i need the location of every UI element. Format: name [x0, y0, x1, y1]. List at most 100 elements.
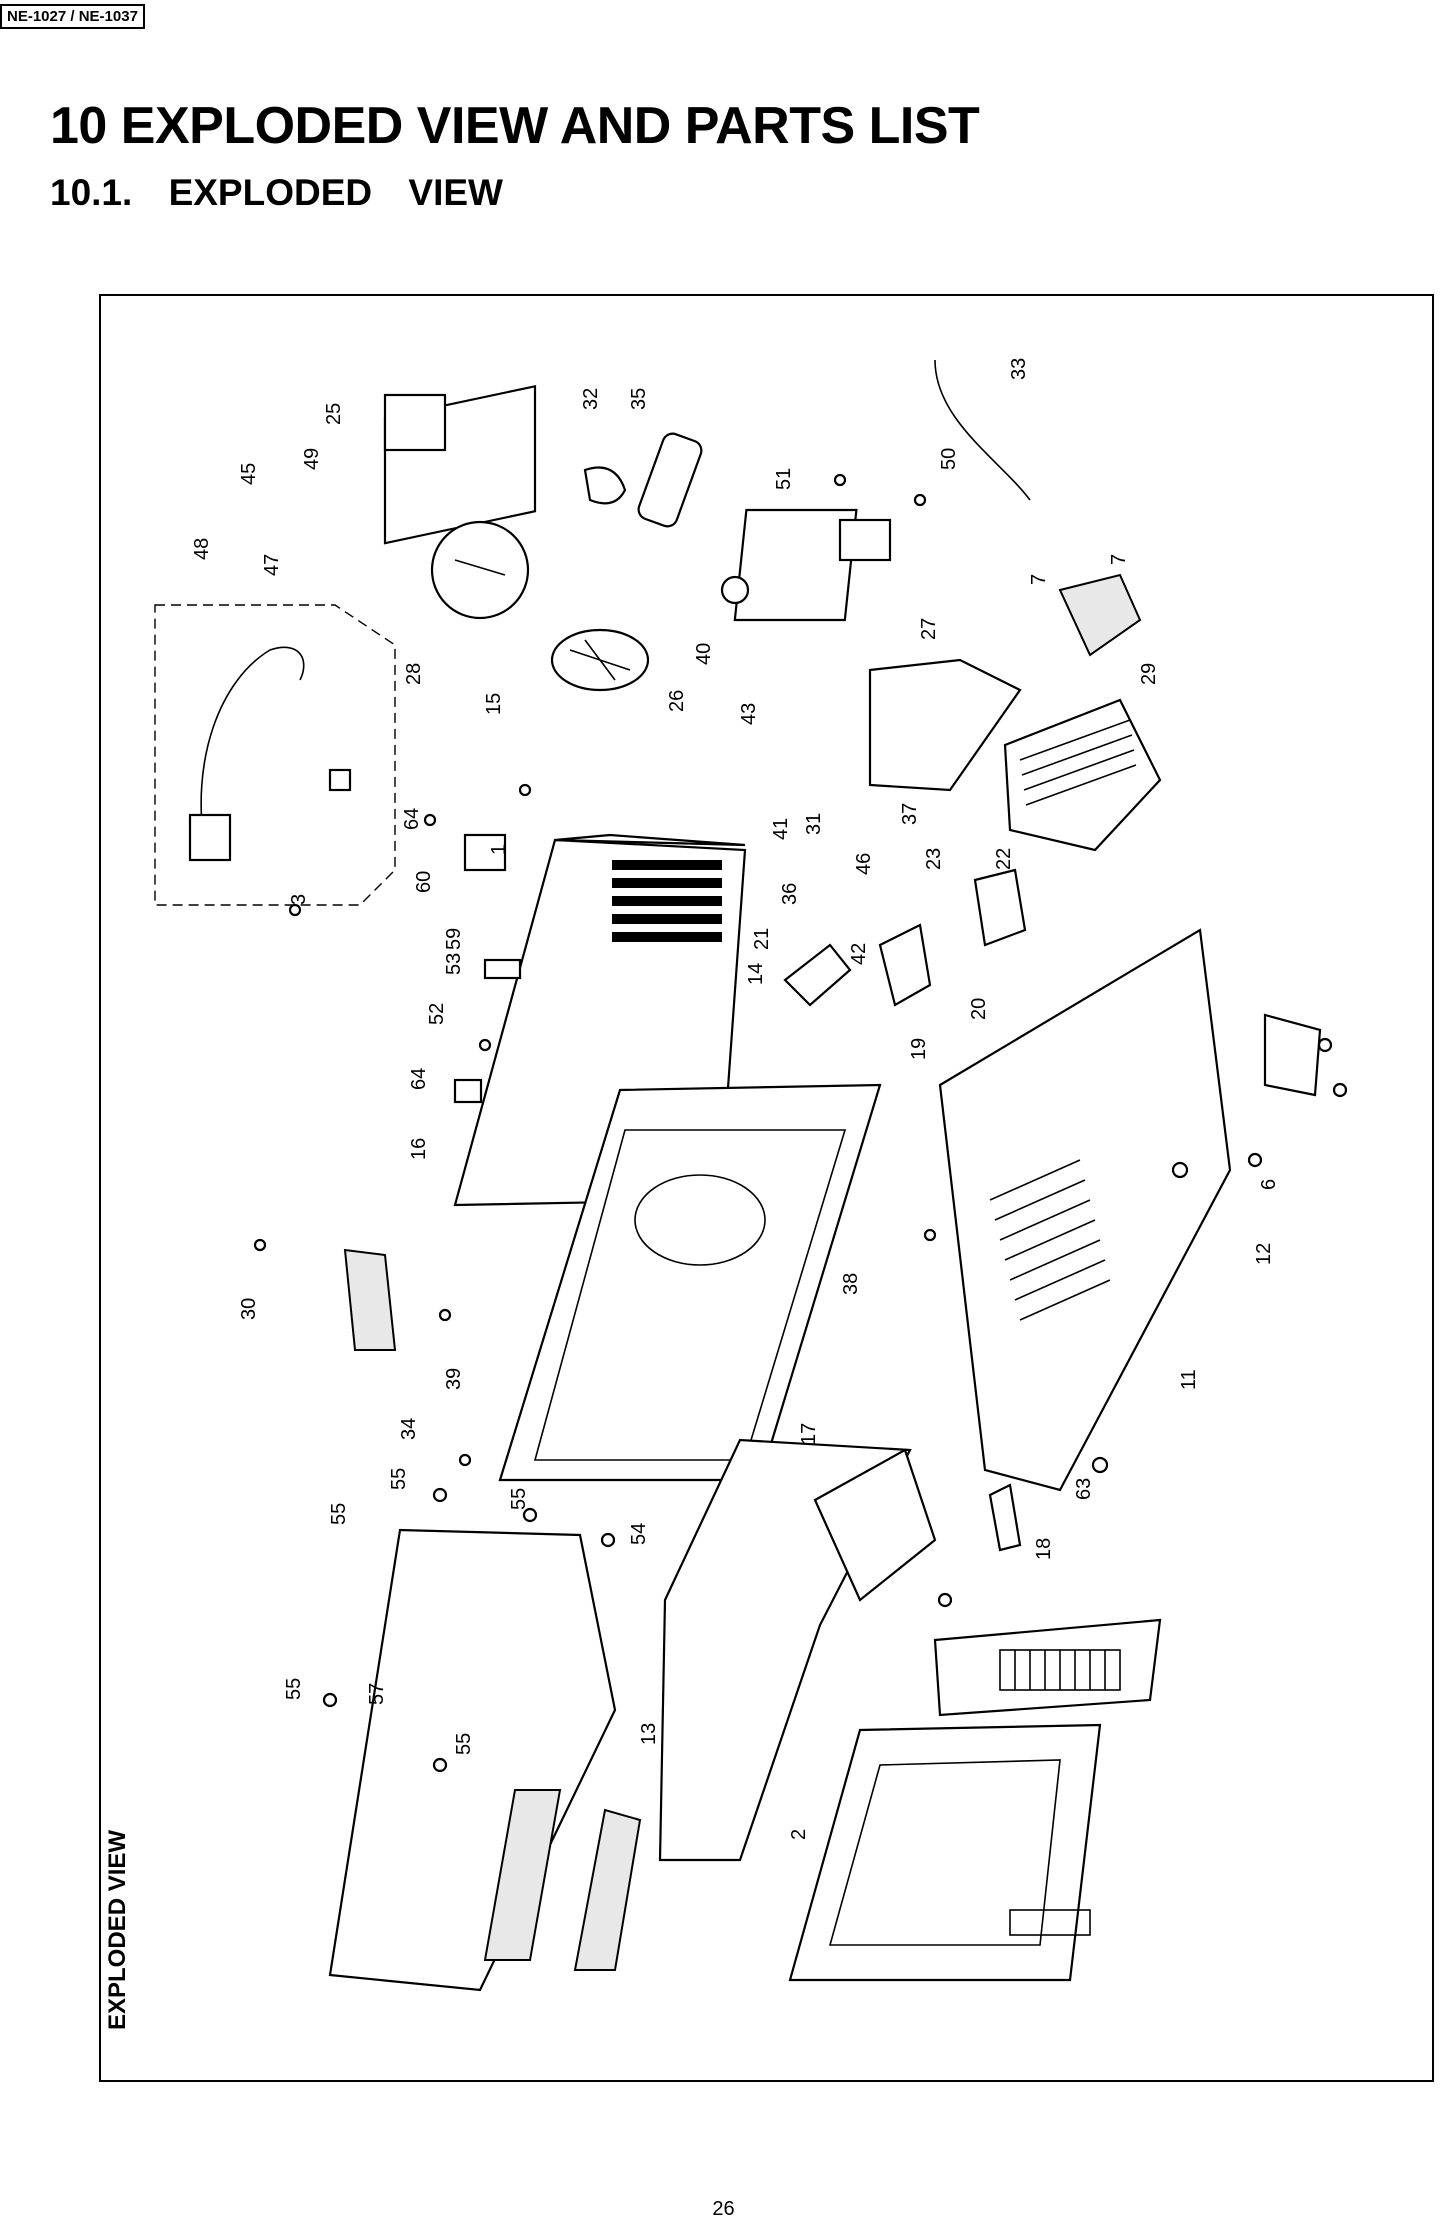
callout-43: 43	[738, 703, 760, 725]
callout-42: 42	[848, 943, 870, 965]
side-insulator-part	[343, 1248, 397, 1351]
hv-transformer-part	[1003, 698, 1162, 852]
callout-11: 11	[1178, 1369, 1200, 1390]
latch-lever-part	[783, 943, 852, 1007]
insulator-part	[1058, 573, 1142, 657]
callout-23: 23	[923, 848, 945, 870]
harness-33-part	[934, 359, 1031, 501]
callout-26: 26	[666, 690, 688, 712]
foot-bracket-part	[1263, 1013, 1322, 1097]
keypad-part	[999, 1649, 1121, 1691]
fan-motor-part	[383, 393, 447, 452]
callout-57: 57	[366, 1683, 388, 1705]
cord-group-outline	[154, 604, 396, 906]
callout-25: 25	[323, 403, 345, 425]
callout-13: 13	[638, 1723, 660, 1745]
diagram-frame	[99, 294, 1434, 2082]
base-vent-part	[989, 1159, 1111, 1321]
callout-45: 45	[238, 463, 260, 485]
callout-14: 14	[745, 963, 767, 985]
section-title: 10.1. EXPLODED VIEW	[50, 172, 503, 213]
callout-31: 31	[803, 813, 825, 835]
callout-7: 7	[1028, 574, 1050, 585]
callout-37: 37	[899, 803, 921, 825]
thermal-cutout-part	[720, 575, 750, 605]
oven-front-plate-part	[498, 1083, 882, 1482]
outer-case-part	[328, 1528, 617, 1992]
control-panel-part	[933, 1618, 1162, 1717]
cord-clamp-part	[328, 768, 352, 792]
callout-55: 55	[453, 1733, 475, 1755]
callout-34: 34	[398, 1418, 420, 1440]
callout-38: 38	[840, 1273, 862, 1295]
capacitor-holder-part	[583, 466, 627, 505]
callout-3: 3	[288, 894, 310, 905]
callout-30: 30	[238, 1298, 260, 1320]
callout-52: 52	[426, 1003, 448, 1025]
capacitor-part	[637, 432, 703, 528]
callout-32: 32	[580, 388, 602, 410]
callout-39: 39	[443, 1368, 465, 1390]
callout-64: 64	[401, 808, 423, 830]
callout-55: 55	[388, 1468, 410, 1490]
callout-59: 59	[443, 928, 465, 950]
callout-47: 47	[261, 554, 283, 576]
callout-18: 18	[1033, 1538, 1055, 1560]
callout-35: 35	[628, 388, 650, 410]
callout-40: 40	[693, 643, 715, 665]
page-number: 26	[712, 2198, 735, 2220]
label-64-part	[453, 1078, 483, 1104]
callout-1: 1	[488, 844, 510, 855]
callout-51: 51	[773, 468, 795, 490]
model-tag: NE-1027 / NE-1037	[0, 4, 145, 29]
callout-53: 53	[443, 953, 465, 975]
callout-7: 7	[1108, 554, 1130, 565]
callout-27: 27	[918, 618, 940, 640]
callout-55: 55	[283, 1678, 305, 1700]
callout-60: 60	[413, 871, 435, 893]
power-cord-part	[200, 646, 305, 851]
callout-55: 55	[508, 1488, 530, 1510]
callout-36: 36	[779, 883, 801, 905]
vent-grill-part	[612, 860, 722, 942]
side-label: EXPLODED VIEW	[104, 1829, 131, 2030]
callout-16: 16	[408, 1138, 430, 1160]
fan-ring-part	[430, 520, 530, 620]
interlock-switch-part	[878, 923, 932, 1007]
power-plug-part	[188, 813, 232, 862]
callout-21: 21	[751, 928, 773, 950]
callout-41: 41	[770, 818, 792, 840]
callout-22: 22	[993, 848, 1015, 870]
callout-15: 15	[483, 693, 505, 715]
switch-22-part	[973, 868, 1027, 947]
callout-50: 50	[938, 448, 960, 470]
door-stop-part	[988, 1483, 1022, 1552]
base-plate-part	[938, 928, 1232, 1492]
screw-parts	[253, 473, 1348, 1773]
callout-55: 55	[328, 1503, 350, 1525]
case-insulation-part	[483, 1789, 562, 1961]
turntable-recess-part	[634, 1174, 766, 1266]
callout-33: 33	[1008, 358, 1030, 380]
door-label-part	[1009, 1909, 1091, 1936]
callout-17: 17	[798, 1423, 820, 1445]
callout-2: 2	[788, 1829, 810, 1840]
bracket-60-part	[463, 833, 507, 872]
callout-20: 20	[968, 998, 990, 1020]
callout-19: 19	[908, 1038, 930, 1060]
callout-64: 64	[408, 1068, 430, 1090]
callout-49: 49	[301, 448, 323, 470]
callout-28: 28	[403, 663, 425, 685]
magnetron-part	[733, 508, 858, 622]
callout-12: 12	[1253, 1243, 1275, 1265]
callout-29: 29	[1138, 663, 1160, 685]
callout-6: 6	[1258, 1179, 1280, 1190]
label-53-part	[483, 958, 522, 980]
door-part	[788, 1723, 1102, 1982]
callout-63: 63	[1073, 1478, 1095, 1500]
page-title: 10 EXPLODED VIEW AND PARTS LIST	[50, 97, 980, 155]
callout-54: 54	[628, 1523, 650, 1545]
callout-48: 48	[191, 538, 213, 560]
callout-46: 46	[853, 853, 875, 875]
